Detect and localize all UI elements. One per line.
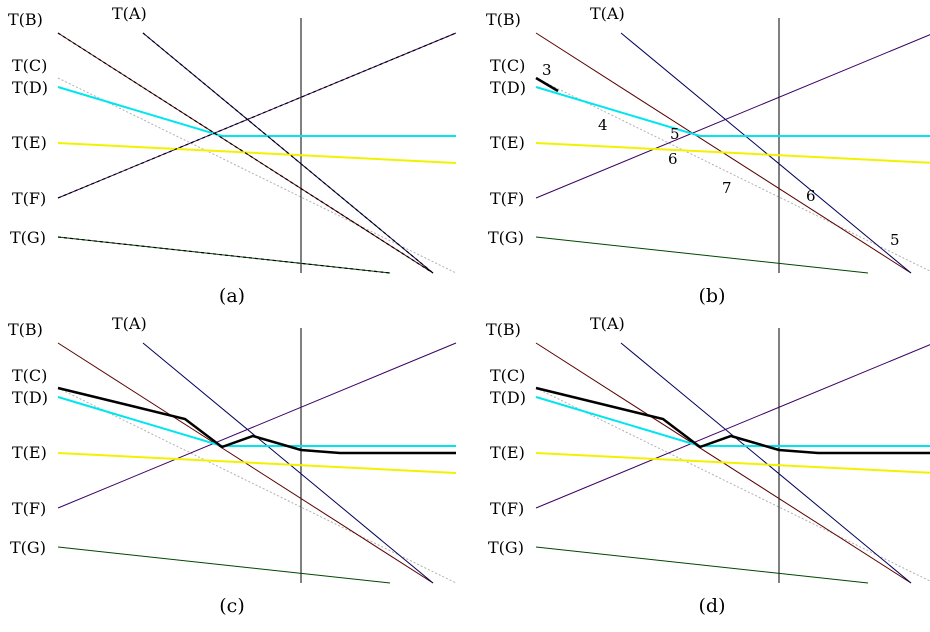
region-number: 5 [890, 231, 900, 249]
line-c [57, 77, 457, 274]
label-t-b: T(B) [8, 320, 43, 339]
line-e [57, 142, 457, 164]
envelope-path [535, 386, 930, 455]
label-t-c: T(C) [490, 56, 525, 75]
label-t-a: T(A) [590, 4, 625, 23]
caption-b: (b) [699, 285, 726, 307]
dashed-overlay-a [142, 32, 434, 274]
line-c [535, 387, 930, 582]
label-t-d: T(D) [12, 78, 48, 97]
line-g [535, 546, 869, 584]
label-t-g: T(G) [488, 538, 524, 557]
line-d [535, 86, 930, 137]
label-t-e: T(E) [12, 443, 47, 462]
label-t-a: T(A) [112, 314, 147, 333]
caption-c: (c) [219, 595, 244, 617]
label-t-f: T(F) [12, 189, 46, 208]
line-f [57, 342, 457, 509]
line-e [535, 452, 930, 474]
line-f [535, 34, 930, 199]
caption-d: (d) [699, 595, 726, 617]
label-t-b: T(B) [8, 10, 43, 29]
label-t-e: T(E) [12, 133, 47, 152]
label-t-c: T(C) [490, 366, 525, 385]
line-e [535, 142, 930, 164]
line-d [57, 396, 456, 447]
line-c [535, 77, 930, 272]
line-f [57, 32, 457, 199]
line-g [57, 546, 391, 584]
line-e [57, 452, 457, 474]
label-t-g: T(G) [488, 228, 524, 247]
label-t-c: T(C) [12, 366, 47, 385]
panel-c: T(A) T(B) T(C) T(D) T(E) T(F) T(G) [8, 314, 457, 584]
region-number: 6 [806, 187, 816, 205]
region-number: 3 [542, 61, 552, 79]
dashed-overlay-b [57, 32, 434, 274]
line-a [620, 342, 912, 584]
region-number: 6 [668, 150, 678, 168]
label-t-d: T(D) [490, 388, 526, 407]
line-d [57, 86, 456, 137]
label-t-b: T(B) [486, 320, 521, 339]
line-d [535, 396, 930, 447]
panel-b: T(A) T(B) T(C) T(D) T(E) T(F) T(G) 3 4 5 6 7 6 5 [486, 4, 930, 274]
label-t-e: T(E) [490, 443, 525, 462]
line-a [142, 342, 434, 584]
region-number: 5 [670, 125, 680, 143]
label-t-c: T(C) [12, 56, 47, 75]
envelope-path [57, 386, 456, 455]
panel-a: T(A) T(B) T(C) T(D) T(E) T(F) T(G) [8, 4, 457, 274]
label-t-f: T(F) [490, 189, 524, 208]
highlight-segment [535, 76, 559, 93]
dashed-overlay-g [57, 236, 391, 274]
line-f [535, 344, 930, 509]
label-t-a: T(A) [112, 4, 147, 23]
region-number: 4 [598, 116, 608, 134]
label-t-d: T(D) [490, 78, 526, 97]
label-t-g: T(G) [10, 228, 46, 247]
caption-a: (a) [219, 285, 245, 307]
label-t-g: T(G) [10, 538, 46, 557]
region-number: 7 [722, 179, 732, 197]
label-t-e: T(E) [490, 133, 525, 152]
label-t-a: T(A) [590, 314, 625, 333]
label-t-f: T(F) [12, 499, 46, 518]
line-c [57, 387, 457, 584]
line-a [620, 32, 912, 274]
panel-d: T(A) T(B) T(C) T(D) T(E) T(F) T(G) [486, 314, 930, 584]
line-g [535, 236, 869, 274]
label-t-f: T(F) [490, 499, 524, 518]
label-t-d: T(D) [12, 388, 48, 407]
label-t-b: T(B) [486, 10, 521, 29]
